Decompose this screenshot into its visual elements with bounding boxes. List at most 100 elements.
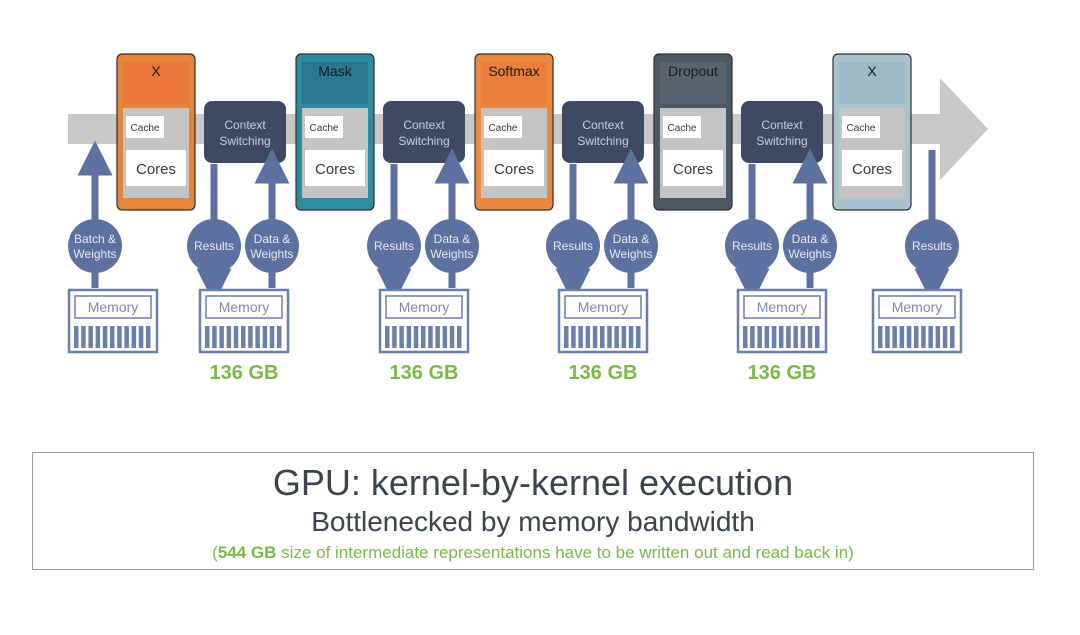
io-circle (783, 219, 837, 273)
context-switching-line1: Context (403, 118, 445, 132)
cores-box (126, 150, 186, 186)
memory-pin (935, 326, 941, 348)
memory-pin (131, 326, 137, 348)
io-label-line1: Batch & (74, 232, 116, 246)
memory-pin (750, 326, 755, 348)
io-label: Results (194, 239, 234, 253)
memory-label: Memory (757, 299, 808, 315)
memory-pin (110, 326, 115, 348)
results-node: Results (367, 219, 421, 273)
kernel-label: Softmax (488, 63, 539, 79)
cache-box (484, 116, 522, 138)
memory-pin (793, 326, 798, 348)
cache-box (305, 116, 343, 138)
kernel-header (302, 62, 368, 104)
batch-weights-node: Batch &Weights (68, 219, 122, 273)
memory-pin (81, 326, 86, 348)
memory-pin (942, 326, 948, 348)
memory-pin (743, 326, 748, 348)
io-label: Results (912, 239, 952, 253)
memory-pin (421, 326, 426, 348)
io-circle (425, 219, 479, 273)
memory-pin (578, 326, 583, 348)
io-label-line2: Weights (430, 247, 473, 261)
memory-module: Memory (557, 288, 649, 354)
memory-pin (892, 326, 897, 348)
kernel-label: X (151, 63, 161, 79)
kernel-header (123, 62, 189, 104)
memory-pin (413, 326, 419, 348)
memory-pin (385, 326, 390, 348)
io-circle (546, 219, 600, 273)
cores-label: Cores (673, 161, 713, 178)
caption-note-text: size of intermediate representations hav… (276, 543, 854, 562)
context-switching-line2: Switching (219, 134, 270, 148)
memory-pin (399, 326, 404, 348)
memory-pin (628, 326, 634, 348)
memory-pin (102, 326, 108, 348)
caption-note-open: ( (212, 543, 218, 562)
memory-pin (241, 326, 246, 348)
memory-pin (219, 326, 224, 348)
io-label-line2: Weights (788, 247, 831, 261)
memory-pin (406, 326, 412, 348)
io-label-line1: Data & (434, 232, 471, 246)
memory-pin (899, 326, 905, 348)
cache-label: Cache (131, 123, 160, 134)
cores-label: Cores (852, 161, 892, 178)
io-circle (367, 219, 421, 273)
context-switching-line1: Context (761, 118, 803, 132)
cache-box (842, 116, 880, 138)
caption-subtitle: Bottlenecked by memory bandwidth (311, 506, 755, 537)
context-switching-frame (741, 101, 823, 163)
io-circle (604, 219, 658, 273)
memory-pin (757, 326, 762, 348)
io-circle (187, 219, 241, 273)
memory-pin (614, 326, 619, 348)
memory-pin (928, 326, 933, 348)
memory-pin (457, 326, 462, 348)
context-switching-line1: Context (582, 118, 624, 132)
memory-module: Memory (871, 288, 963, 354)
memory-pin (74, 326, 79, 348)
memory-label: Memory (88, 299, 139, 315)
memory-pin (921, 326, 926, 348)
memory-label-box (74, 295, 152, 319)
memory-pin (138, 326, 144, 348)
context-switching-frame (204, 101, 286, 163)
memory-pin (786, 326, 791, 348)
context-switching-line2: Switching (398, 134, 449, 148)
memory-pin (95, 326, 101, 348)
context-switching-line2: Switching (756, 134, 807, 148)
memory-pin (592, 326, 598, 348)
cores-box (842, 150, 902, 186)
memory-label-box (564, 295, 642, 319)
context-switching-line1: Context (224, 118, 266, 132)
io-label-line1: Data & (613, 232, 650, 246)
memory-pin (392, 326, 397, 348)
memory-pin (885, 326, 890, 348)
io-circle (245, 219, 299, 273)
io-label-line2: Weights (609, 247, 652, 261)
memory-label-box (743, 295, 821, 319)
memory-label: Memory (219, 299, 270, 315)
cores-box (484, 150, 544, 186)
memory-pin (771, 326, 777, 348)
cores-box (305, 150, 365, 186)
io-label: Results (553, 239, 593, 253)
memory-pin (607, 326, 612, 348)
memory-label: Memory (892, 299, 943, 315)
transfer-size-label: 136 GB (748, 362, 817, 384)
memory-module: Memory (198, 288, 290, 354)
memory-pin (205, 326, 210, 348)
memory-pin (600, 326, 605, 348)
kernel-header (839, 62, 905, 104)
cache-label: Cache (668, 123, 697, 134)
kernel-label: Mask (318, 63, 352, 79)
memory-label: Memory (578, 299, 629, 315)
